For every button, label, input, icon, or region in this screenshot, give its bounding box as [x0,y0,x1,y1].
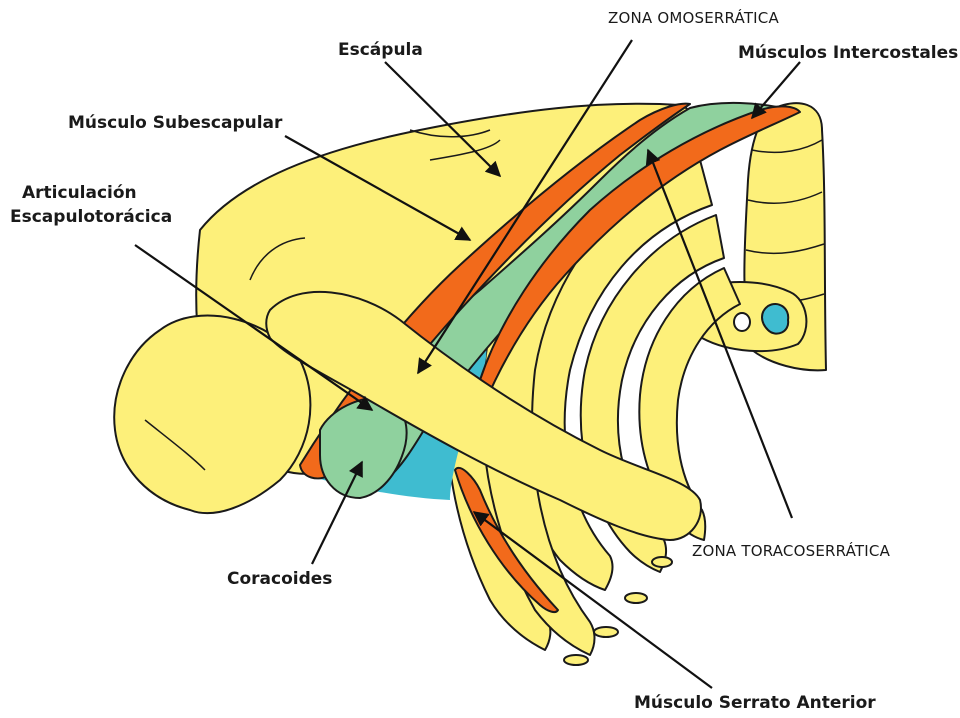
label-zona-omoserratica: ZONA OMOSERRÁTICA [608,8,779,27]
label-escapula: Escápula [338,40,423,60]
label-zona-toracoserratica: ZONA TORACOSERRÁTICA [692,541,891,560]
label-articulacion-line2: Escapulotorácica [10,207,172,227]
label-musculos-intercostales: Músculos Intercostales [738,43,958,63]
label-coracoides: Coracoides [227,569,332,589]
label-articulacion-line1: Articulación [22,183,137,203]
label-musculo-serrato-anterior: Músculo Serrato Anterior [634,693,876,713]
label-musculo-subescapular: Músculo Subescapular [68,113,283,133]
